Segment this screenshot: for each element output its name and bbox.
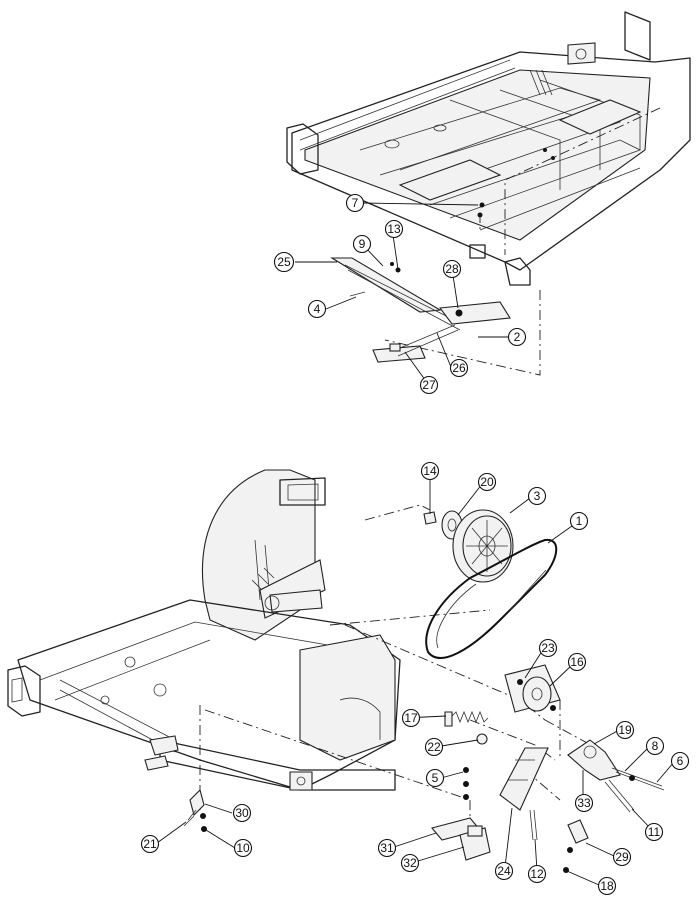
callout-1: 1 — [569, 511, 589, 531]
svg-text:26: 26 — [452, 361, 466, 375]
svg-text:11: 11 — [648, 825, 661, 839]
callout-8: 8 — [645, 736, 665, 756]
svg-text:28: 28 — [445, 262, 459, 276]
callout-2: 2 — [507, 327, 527, 347]
svg-text:27: 27 — [422, 378, 436, 392]
svg-text:3: 3 — [534, 489, 541, 503]
callout-12: 12 — [527, 864, 547, 884]
callout-33: 33 — [574, 793, 594, 813]
svg-text:30: 30 — [235, 806, 249, 820]
callout-4: 4 — [307, 299, 327, 319]
svg-text:18: 18 — [600, 879, 614, 893]
bottom-chassis-frame — [7, 469, 401, 791]
svg-text:10: 10 — [236, 841, 250, 855]
callout-27: 27 — [419, 375, 439, 395]
svg-text:4: 4 — [314, 302, 321, 316]
callout-5: 5 — [425, 768, 445, 788]
top-chassis-frame — [286, 11, 691, 286]
callout-25: 25 — [273, 251, 295, 273]
svg-text:9: 9 — [359, 237, 366, 251]
callout-14: 14 — [420, 461, 440, 481]
callout-11: 11 — [644, 822, 664, 842]
svg-text:31: 31 — [380, 841, 394, 855]
svg-text:20: 20 — [480, 475, 494, 489]
svg-text:1: 1 — [576, 514, 583, 528]
callout-31: 31 — [377, 838, 397, 858]
svg-text:23: 23 — [541, 641, 555, 655]
svg-text:13: 13 — [387, 222, 401, 236]
svg-text:24: 24 — [497, 864, 511, 878]
svg-text:32: 32 — [403, 856, 417, 870]
callout-20: 20 — [477, 472, 497, 492]
svg-text:17: 17 — [404, 711, 418, 725]
svg-text:14: 14 — [423, 464, 437, 478]
svg-text:33: 33 — [577, 796, 591, 810]
callout-10: 10 — [233, 838, 253, 858]
svg-text:16: 16 — [570, 655, 584, 669]
callout-22: 22 — [424, 737, 444, 757]
svg-text:21: 21 — [143, 837, 157, 851]
callout-28: 28 — [442, 259, 462, 279]
callout-6: 6 — [670, 751, 690, 771]
callout-32: 32 — [400, 853, 420, 873]
top-bracket-parts — [330, 257, 511, 363]
svg-text:6: 6 — [677, 754, 684, 768]
svg-text:22: 22 — [427, 740, 441, 754]
callout-30: 30 — [232, 803, 252, 823]
callout-16: 16 — [567, 652, 587, 672]
callout-13: 13 — [384, 219, 404, 239]
callout-9: 9 — [352, 234, 372, 254]
callout-17: 17 — [401, 708, 421, 728]
callout-24: 24 — [494, 861, 514, 881]
callout-3: 3 — [527, 486, 547, 506]
svg-text:29: 29 — [615, 850, 629, 864]
svg-text:2: 2 — [514, 330, 521, 344]
callout-29: 29 — [612, 847, 632, 867]
svg-text:5: 5 — [432, 771, 439, 785]
callout-23: 23 — [538, 638, 558, 658]
svg-text:12: 12 — [530, 867, 544, 881]
svg-text:19: 19 — [618, 723, 632, 737]
svg-text:8: 8 — [652, 739, 659, 753]
svg-text:25: 25 — [277, 255, 291, 269]
callout-26: 26 — [449, 358, 469, 378]
svg-text:7: 7 — [352, 196, 359, 210]
callout-21: 21 — [140, 834, 160, 854]
callout-7: 7 — [345, 193, 365, 213]
top-assembly-lines — [384, 107, 661, 376]
bottom-drive-parts — [183, 509, 665, 873]
callout-19: 19 — [615, 720, 635, 740]
bottom-assembly-lines — [199, 504, 601, 850]
callout-18: 18 — [597, 876, 617, 896]
